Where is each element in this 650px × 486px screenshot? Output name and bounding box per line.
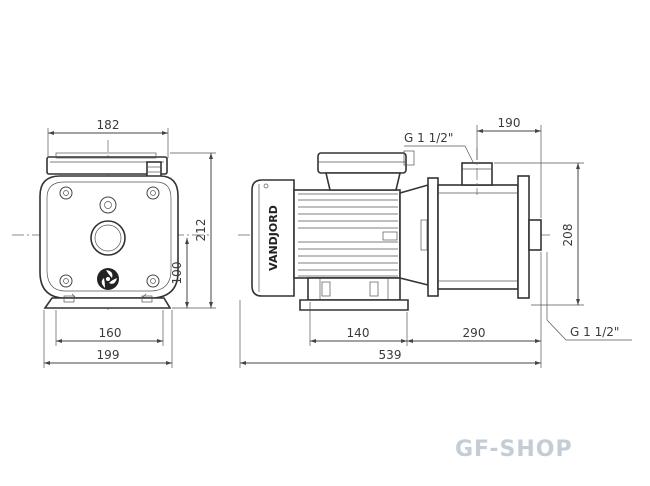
dim-199-label: 199 [97, 348, 120, 362]
vent-plug [99, 196, 117, 214]
dim-190-label: 190 [498, 116, 521, 130]
dim-160-label: 160 [99, 326, 122, 340]
dim-140-label: 140 [347, 326, 370, 340]
dim-182-label: 182 [97, 118, 120, 132]
suction-thread-label: G 1 1/2" [404, 131, 453, 145]
dim-side-total-length: 539 [239, 300, 541, 368]
front-base-feet [43, 297, 172, 309]
side-cable-gland [403, 150, 415, 166]
dim-front-axis-height: 100 [170, 238, 189, 308]
motor-end-cap [251, 179, 295, 297]
thread-label-top: G 1 1/2" [404, 131, 475, 165]
corner-bolts [59, 186, 160, 288]
lantern-bracket [399, 183, 429, 287]
dim-front-height: 212 [170, 152, 216, 309]
terminal-lid [55, 152, 157, 159]
dim-212-label: 212 [194, 219, 208, 242]
side-terminal-box [317, 152, 407, 174]
dim-side-lower: 140 290 [309, 252, 542, 368]
motor-cooling-fins [298, 193, 398, 277]
brand-swirl-logo [97, 268, 119, 290]
thread-label-bottom: G 1 1/2" [546, 252, 632, 341]
nameplate-mark [382, 231, 398, 241]
front-view: 182 212 100 160 [12, 118, 216, 368]
discharge-thread-label: G 1 1/2" [570, 325, 619, 339]
dim-539-label: 539 [379, 348, 402, 362]
watermark-text: GF-SHOP [455, 437, 573, 462]
pump-stages [437, 184, 519, 290]
motor-body [293, 189, 401, 279]
pump-flange [427, 177, 439, 297]
suction-opening [90, 220, 126, 256]
dim-front-base-width: 199 [43, 310, 173, 368]
terminal-box-top [46, 156, 168, 175]
end-port [528, 219, 542, 251]
dim-290-label: 290 [463, 326, 486, 340]
dim-208-label: 208 [561, 224, 575, 247]
pump-end-cover [517, 175, 530, 299]
brand-label: VANDJORD [267, 205, 280, 271]
dim-side-suction-offset: 190 [476, 116, 542, 218]
side-base-foot [299, 299, 409, 311]
dim-100-label: 100 [170, 262, 184, 285]
terminal-box-base [324, 172, 402, 191]
side-view: VANDJORD [238, 116, 632, 368]
dim-front-foot-spacing: 160 [55, 310, 164, 346]
dim-front-width-top: 182 [47, 118, 169, 158]
dim-side-pump-height: 208 [494, 162, 584, 306]
